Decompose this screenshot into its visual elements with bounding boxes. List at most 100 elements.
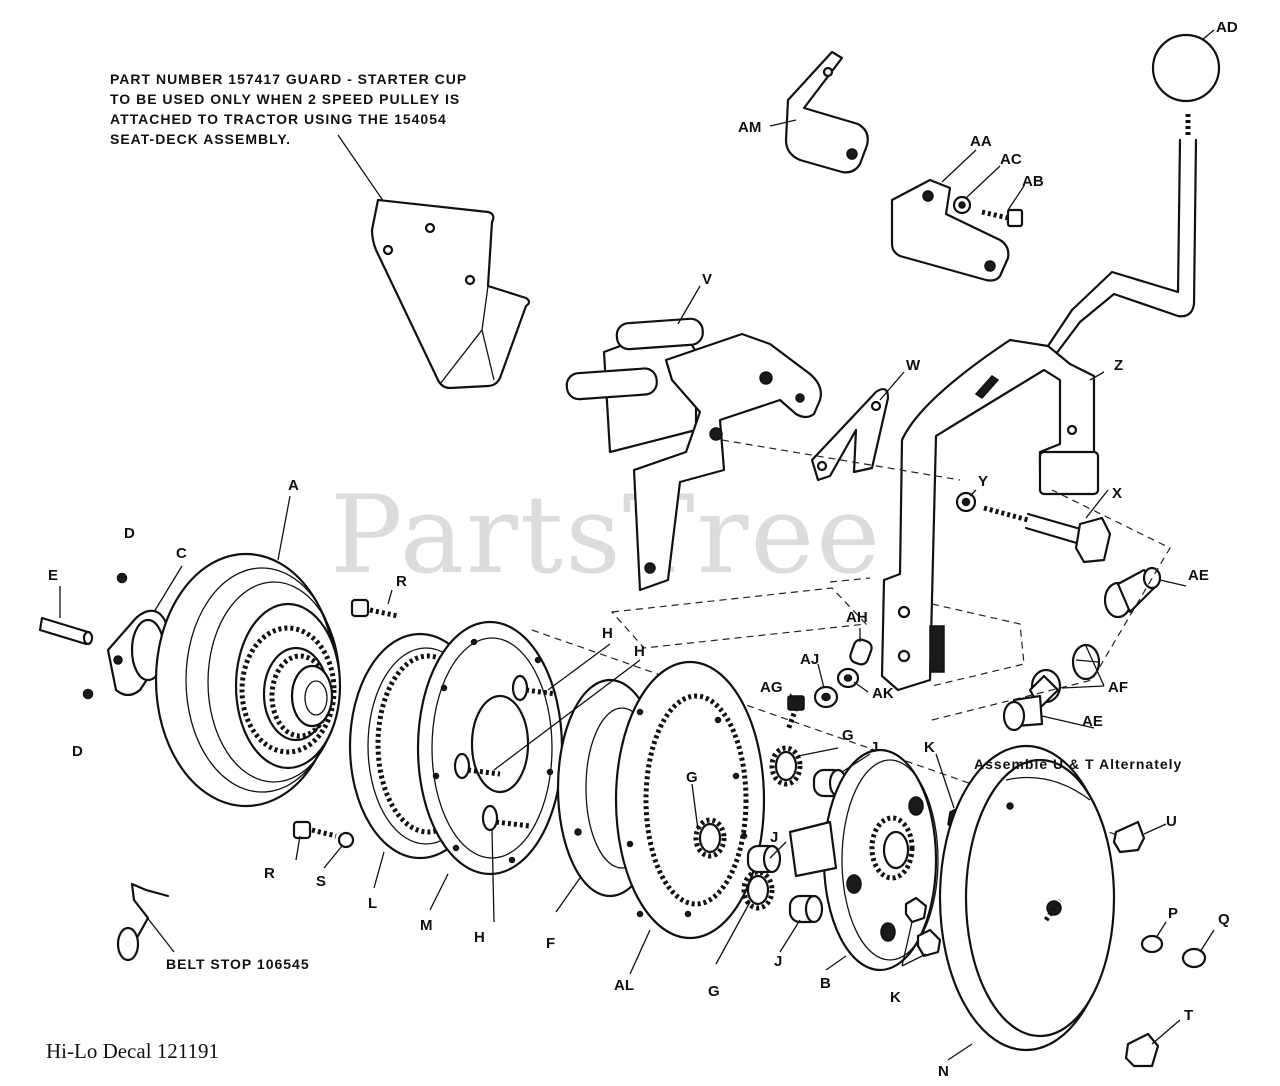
starter-cup-guard: [370, 198, 531, 390]
label-x: X: [1112, 485, 1122, 502]
label-h-1: H: [602, 625, 613, 642]
label-aj: AJ: [800, 651, 819, 668]
label-u: U: [1166, 813, 1177, 830]
part-j-spacer-2: [746, 844, 782, 874]
part-ae-fitting-upper: [1103, 566, 1162, 619]
part-v-bracket: [565, 317, 822, 592]
label-l: L: [368, 895, 377, 912]
note-line-3: ATTACHED TO TRACTOR USING THE 154054: [110, 111, 447, 127]
label-ak: AK: [872, 685, 894, 702]
belt-stop-leader: [145, 915, 175, 953]
part-d-setscrew-lower: [82, 688, 94, 700]
part-d-setscrew-upper: [116, 572, 128, 584]
part-m-carrier-plate: [416, 620, 564, 876]
decal-label: Hi-Lo Decal 121191: [46, 1039, 219, 1063]
centerline-upper: [721, 439, 961, 481]
label-af: AF: [1108, 679, 1128, 696]
label-d-upper: D: [124, 525, 135, 542]
part-t-clip: [1124, 1032, 1160, 1068]
label-c: C: [176, 545, 187, 562]
assembly-outline-1: [610, 587, 868, 649]
label-d-lower: D: [72, 743, 83, 760]
note-leader: [337, 134, 385, 203]
label-g-1: G: [842, 727, 854, 744]
note-line-4: SEAT-DECK ASSEMBLY.: [110, 131, 291, 147]
label-ae-upper: AE: [1188, 567, 1209, 584]
part-af-fitting-upper: [1071, 643, 1101, 681]
label-ad: AD: [1216, 19, 1238, 36]
label-aa: AA: [970, 133, 992, 150]
label-v: V: [702, 271, 712, 288]
belt-stop-label: BELT STOP 106545: [166, 956, 310, 972]
leader-lines: [59, 29, 1215, 1061]
label-t: T: [1184, 1007, 1193, 1024]
part-ab-bolt: [981, 208, 1024, 228]
label-ae-lower: AE: [1082, 713, 1103, 730]
label-m: M: [420, 917, 433, 934]
part-a-pulley: [154, 552, 342, 808]
label-j-3: J: [774, 953, 782, 970]
part-ah-pin: [849, 638, 873, 666]
label-j-2: J: [770, 829, 778, 846]
label-k-upper: K: [924, 739, 935, 756]
assemble-note: Assemble U & T Alternately: [974, 756, 1182, 772]
label-ag: AG: [760, 679, 783, 696]
shift-lever-rod: [1046, 114, 1198, 356]
label-y: Y: [978, 473, 988, 490]
part-aa-bracket: [890, 178, 1010, 282]
part-labels: A B C D D E F G G G H H H J J J K K L M …: [48, 19, 1238, 1080]
label-e: E: [48, 567, 58, 584]
part-b-planet-carrier: [788, 748, 939, 972]
part-ag-bolt: [785, 695, 805, 731]
part-u-clip: [1112, 820, 1146, 854]
label-ab: AB: [1022, 173, 1044, 190]
watermark: PartsTree: [330, 473, 882, 598]
part-k-nut-lower-1: [904, 896, 928, 924]
label-h-3: H: [474, 929, 485, 946]
label-b: B: [820, 975, 831, 992]
part-z-bracket: [880, 338, 1100, 692]
note-line-1: PART NUMBER 157417 GUARD - STARTER CUP: [110, 71, 467, 87]
belt-stop-part: [116, 882, 170, 962]
part-h-stud-2: [453, 752, 501, 780]
label-h-2: H: [634, 643, 645, 660]
label-g-2: G: [686, 769, 698, 786]
part-ae-fitting-lower: [1002, 694, 1044, 732]
guard-note: PART NUMBER 157417 GUARD - STARTER CUP T…: [110, 71, 467, 147]
label-a: A: [288, 477, 299, 494]
label-ah: AH: [846, 609, 868, 626]
part-j-spacer-3: [788, 894, 824, 924]
part-e-pin: [38, 616, 94, 646]
label-g-3: G: [708, 983, 720, 1000]
note-line-2: TO BE USED ONLY WHEN 2 SPEED PULLEY IS: [110, 91, 460, 107]
part-ad-knob: [1151, 33, 1221, 103]
part-x-bolt: [983, 505, 1112, 564]
part-g-gear-3: [741, 869, 775, 911]
label-ac: AC: [1000, 151, 1022, 168]
label-r-upper: R: [396, 573, 407, 590]
part-g-gear-2: [693, 817, 727, 859]
label-al: AL: [614, 977, 634, 994]
part-r-bolt-lower: [292, 820, 337, 840]
label-r-lower: R: [264, 865, 275, 882]
assembly-outline-3: [931, 489, 1171, 721]
part-h-stud-3: [481, 804, 531, 832]
label-n: N: [938, 1063, 949, 1080]
part-q-screw: [1181, 947, 1207, 969]
part-am-bracket: [784, 50, 869, 174]
label-k-lower: K: [890, 989, 901, 1006]
part-k-nut-lower-2: [916, 928, 942, 958]
label-p: P: [1168, 905, 1178, 922]
part-r-bolt-upper: [350, 598, 399, 619]
part-al-internal-gear: [614, 660, 766, 940]
label-f: F: [546, 935, 555, 952]
assembly-outline-2: [829, 577, 1025, 687]
label-q: Q: [1218, 911, 1230, 928]
label-z: Z: [1114, 357, 1123, 374]
part-w-plate: [810, 388, 890, 482]
part-h-stud-1: [511, 674, 557, 702]
part-p-screw: [1140, 934, 1164, 954]
label-j-1: J: [870, 739, 878, 756]
label-am: AM: [738, 119, 761, 136]
